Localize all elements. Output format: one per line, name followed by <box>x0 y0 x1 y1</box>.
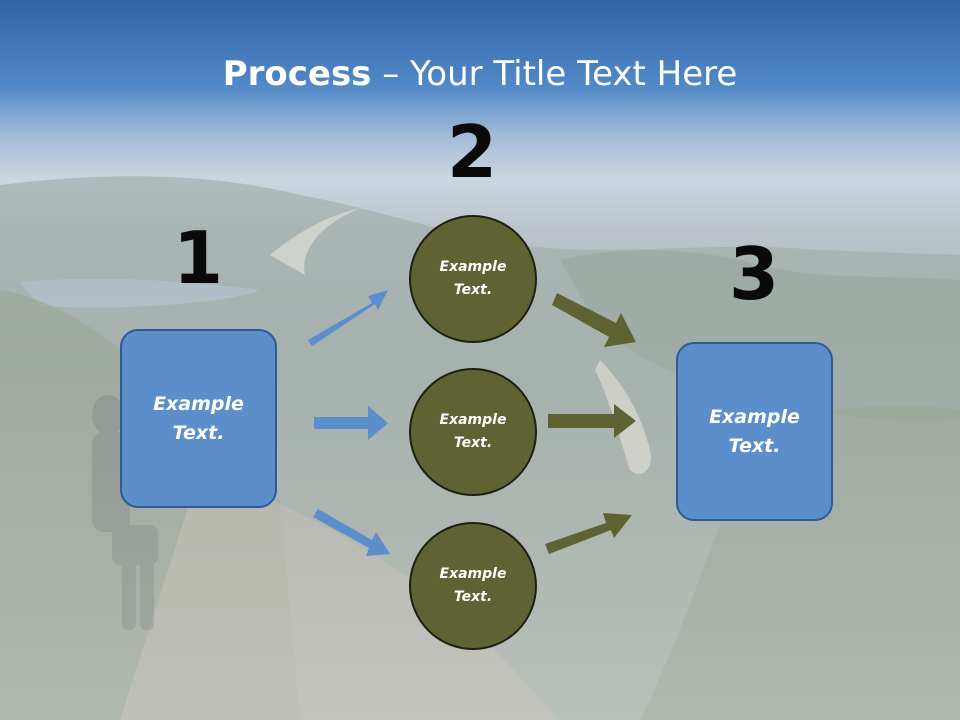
step-box-1: Example Text. <box>120 329 277 508</box>
process-circle-bottom: Example Text. <box>409 522 537 650</box>
step-box-3: Example Text. <box>676 342 833 521</box>
step-number-1: 1 <box>172 216 224 300</box>
process-circle-top: Example Text. <box>409 215 537 343</box>
slide-title: Process – Your Title Text Here <box>0 52 960 96</box>
process-circle-middle: Example Text. <box>409 368 537 496</box>
step-number-3: 3 <box>728 232 780 316</box>
title-rest: – Your Title Text Here <box>371 54 738 94</box>
title-bold: Process <box>222 54 372 94</box>
step-number-2: 2 <box>446 110 498 194</box>
